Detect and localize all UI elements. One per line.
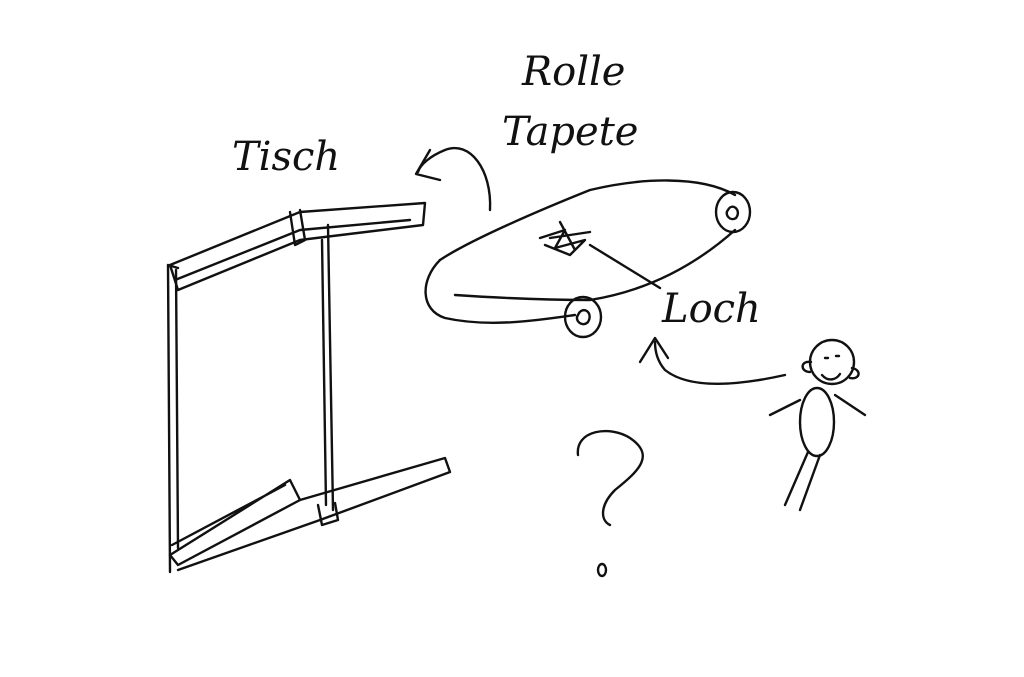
label-loch: Loch — [661, 286, 761, 332]
arrow-roll-to-table — [414, 147, 492, 212]
hole-scribble — [538, 220, 592, 257]
person-drawing — [768, 338, 867, 512]
label-tisch: Tisch — [232, 134, 340, 180]
table-drawing — [166, 201, 452, 574]
roll-end-top — [714, 190, 752, 234]
label-tapete: Tapete — [502, 109, 638, 155]
question-mark — [576, 429, 644, 578]
arrow-person-to-roll — [638, 336, 787, 385]
wallpaper-roll-drawing — [424, 179, 752, 339]
label-rolle: Rolle — [521, 49, 625, 95]
roll-end-bottom — [563, 295, 603, 339]
